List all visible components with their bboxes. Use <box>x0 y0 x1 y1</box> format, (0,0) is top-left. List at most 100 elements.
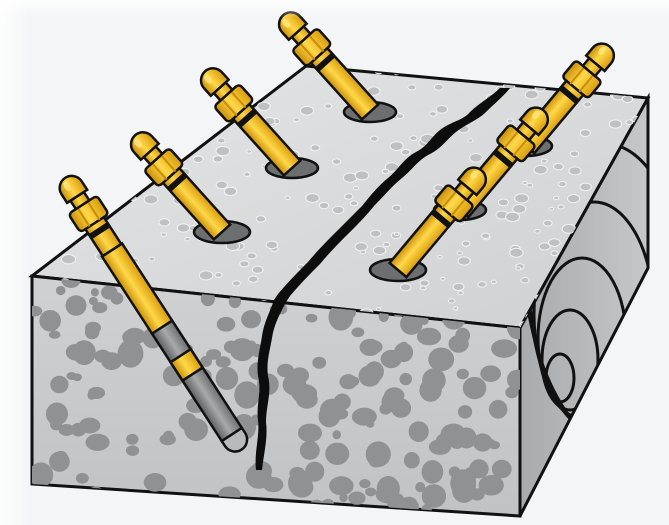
aggregate-stone <box>456 427 476 448</box>
aggregate-stone <box>92 302 107 313</box>
aggregate-stone <box>359 479 370 488</box>
surface-pore <box>420 280 429 286</box>
surface-pore <box>266 241 277 249</box>
aggregate-stone <box>39 310 61 332</box>
surface-pore <box>144 195 158 204</box>
surface-pore <box>539 243 550 250</box>
aggregate-stone <box>448 335 468 353</box>
surface-pore <box>213 156 222 162</box>
surface-pore <box>224 187 237 195</box>
surface-pore <box>551 251 558 256</box>
aggregate-stone <box>198 498 219 521</box>
surface-pore <box>609 120 621 128</box>
aggregate-stone <box>88 387 105 399</box>
surface-pore <box>608 78 614 82</box>
surface-pore <box>258 102 271 110</box>
surface-pore <box>247 253 256 259</box>
surface-pore <box>46 213 51 216</box>
surface-pore <box>525 90 538 99</box>
surface-pore <box>216 181 227 189</box>
aggregate-stone <box>312 357 326 369</box>
aggregate-stone <box>449 467 461 478</box>
surface-pore <box>249 276 258 282</box>
surface-pore <box>436 105 448 113</box>
aggregate-stone <box>206 349 221 360</box>
aggregate-stone <box>59 424 75 436</box>
surface-pore <box>107 178 112 181</box>
surface-pore <box>171 67 185 76</box>
surface-pore <box>61 255 75 264</box>
aggregate-stone <box>329 476 354 495</box>
aggregate-stone <box>332 408 348 419</box>
aggregate-stone <box>29 462 53 487</box>
surface-pore <box>400 284 411 291</box>
aggregate-stone <box>66 344 85 361</box>
surface-pore <box>218 138 226 143</box>
aggregate-stone <box>489 400 508 419</box>
surface-pore <box>543 75 556 83</box>
surface-pore <box>569 167 581 175</box>
aggregate-stone <box>505 387 518 399</box>
surface-pore <box>498 199 508 206</box>
aggregate-stone <box>306 314 318 323</box>
surface-pore <box>215 273 222 278</box>
aggregate-stone <box>329 445 340 456</box>
surface-pore <box>232 281 240 286</box>
surface-pore <box>319 202 328 208</box>
surface-pore <box>470 154 483 162</box>
surface-pore <box>88 125 99 132</box>
surface-pore <box>383 242 389 246</box>
aggregate-stone <box>251 505 267 520</box>
surface-pore <box>543 220 552 226</box>
surface-pore <box>458 257 470 265</box>
surface-pore <box>87 94 92 97</box>
surface-pore <box>516 267 521 270</box>
aggregate-stone <box>339 374 357 389</box>
aggregate-stone <box>459 407 470 416</box>
surface-pore <box>325 104 332 109</box>
surface-pore <box>371 230 381 237</box>
surface-pore <box>46 100 56 107</box>
aggregate-stone <box>417 328 441 346</box>
aggregate-stone <box>241 310 261 328</box>
surface-pore <box>554 163 564 170</box>
surface-pore <box>507 119 513 123</box>
surface-pore <box>177 224 189 232</box>
surface-pore <box>256 216 265 222</box>
surface-pore <box>216 146 230 155</box>
surface-pore <box>430 112 437 117</box>
aggregate-stone <box>126 434 138 445</box>
aggregate-stone <box>216 367 238 390</box>
surface-pore <box>513 204 526 213</box>
surface-pore <box>155 95 169 104</box>
surface-pore <box>53 128 60 133</box>
aggregate-stone <box>76 473 89 484</box>
aggregate-stone <box>122 330 138 344</box>
surface-pore <box>420 286 426 290</box>
aggregate-stone <box>480 365 501 382</box>
surface-pore <box>185 237 190 241</box>
aggregate-stone <box>49 331 61 339</box>
aggregate-stone <box>464 467 478 481</box>
aggregate-stone <box>409 421 429 442</box>
surface-pore <box>396 114 403 119</box>
aggregate-stone <box>348 492 365 505</box>
surface-pore <box>448 299 455 303</box>
surface-pore <box>102 115 109 119</box>
aggregate-stone <box>485 439 496 448</box>
aggregate-stone <box>394 343 413 362</box>
aggregate-stone <box>300 441 320 460</box>
surface-pore <box>294 118 300 122</box>
aggregate-stone <box>419 379 441 402</box>
surface-pore <box>350 201 357 206</box>
surface-pore <box>441 277 446 280</box>
surface-pore <box>438 255 443 258</box>
aggregate-stone <box>116 500 134 518</box>
surface-pore <box>394 232 399 235</box>
aggregate-stone <box>220 323 228 329</box>
surface-pore <box>515 194 529 203</box>
surface-pore <box>408 85 416 90</box>
surface-pore <box>252 266 263 273</box>
surface-pore <box>43 77 54 84</box>
surface-pore <box>401 149 410 155</box>
